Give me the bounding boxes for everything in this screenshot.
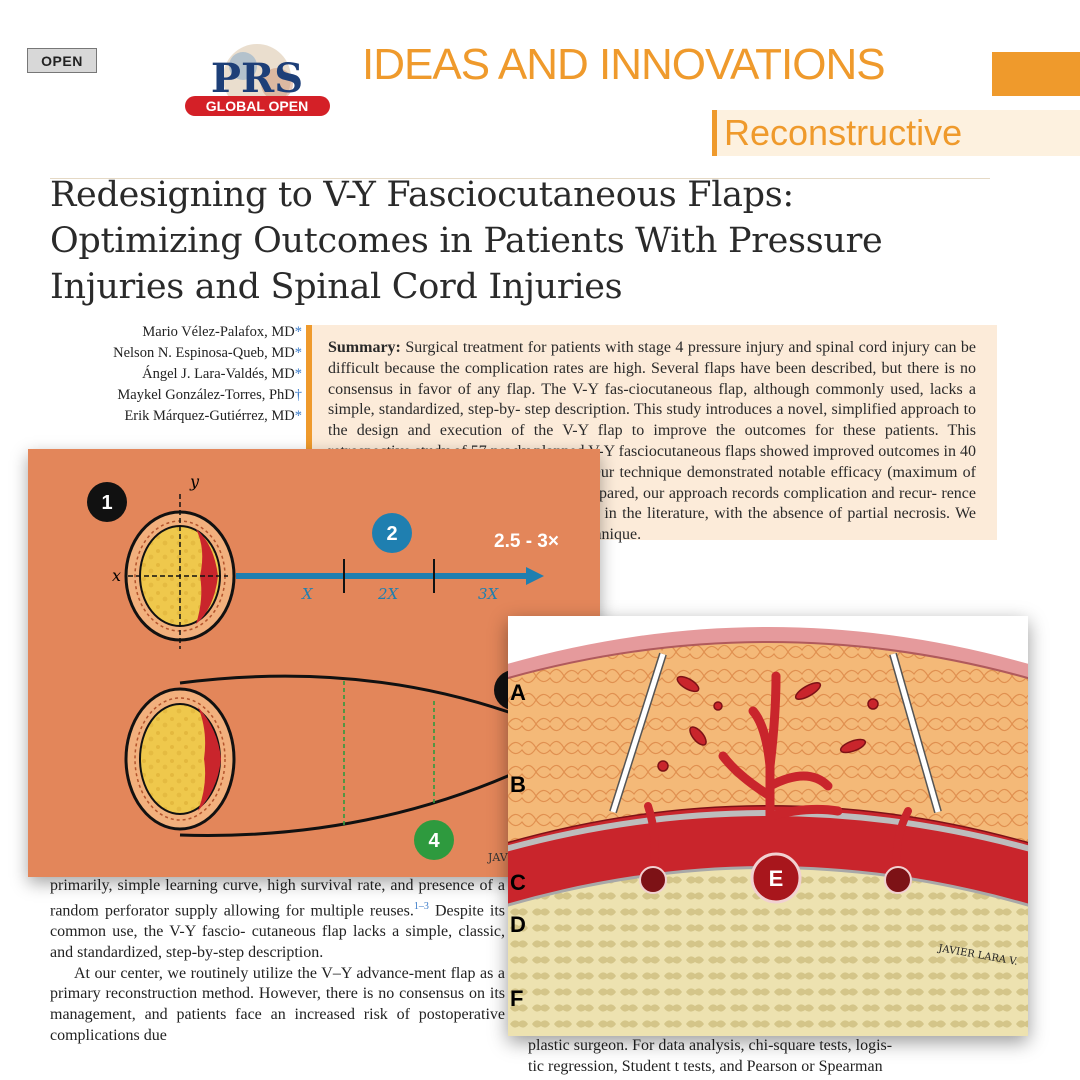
title-line: Redesigning to V-Y Fasciocutaneous Flaps… — [50, 175, 794, 215]
subsection-box — [712, 110, 1080, 156]
perforator-e — [750, 852, 802, 904]
vessel-openings — [639, 866, 912, 894]
reference-marker: 1–3 — [413, 900, 429, 912]
arrow-head — [526, 567, 544, 585]
skin-background — [28, 449, 600, 877]
perforator-vessels — [644, 671, 912, 875]
layer-label-c: C — [510, 870, 526, 895]
body-text-left: primarily, simple learning curve, high s… — [50, 877, 506, 1044]
y-axis-label: y — [189, 472, 200, 491]
author: Mario Vélez-Palafox, MD* — [142, 324, 302, 340]
step-2-badge — [372, 513, 412, 553]
incision-left — [610, 653, 666, 813]
svg-text:2: 2 — [386, 523, 397, 545]
body-text-right: plastic surgeon. For data analysis, chi-… — [528, 1037, 893, 1075]
summary-label: Summary: — [328, 339, 401, 356]
segment-label: X — [301, 585, 314, 603]
header-divider — [50, 178, 990, 179]
subsection-label: Reconstructive — [724, 112, 963, 153]
layer-f-bone — [508, 866, 1028, 1036]
section-title: IDEAS AND INNOVATIONS — [362, 40, 886, 89]
layer-label-b: B — [510, 772, 526, 797]
step-4-badge — [414, 820, 454, 860]
logo-sub-text: GLOBAL OPEN — [206, 98, 308, 114]
author: Erik Márquez-Gutiérrez, MD* — [124, 408, 302, 424]
section-accent-block — [992, 52, 1080, 96]
layer-label-f: F — [510, 986, 523, 1011]
journal-logo: PRS GLOBAL OPEN — [185, 44, 330, 116]
incision-right — [890, 653, 941, 813]
layer-a-skin — [508, 627, 1028, 679]
svg-text:4: 4 — [428, 830, 440, 852]
author-list: Mario Vélez-Palafox, MD* Nelson N. Espin… — [40, 322, 302, 427]
svg-text:E: E — [769, 866, 784, 891]
title-line: Optimizing Outcomes in Patients With Pre… — [50, 221, 883, 261]
ratio-label: 2.5 - 3× — [494, 531, 559, 552]
author: Nelson N. Espinosa-Queb, MD* — [113, 345, 302, 361]
step-1-badge — [87, 482, 127, 522]
figure-flap-design: y x 1 X 2X 3X 2 2.5 - 3× 4 3 JAVIE — [28, 449, 600, 877]
svg-text:1: 1 — [101, 492, 112, 514]
author: Maykel González-Torres, PhD† — [117, 387, 302, 403]
logo-main-text: PRS — [211, 55, 303, 102]
author: Ángel J. Lara-Valdés, MD* — [142, 366, 302, 382]
layer-label-a: A — [510, 680, 526, 705]
figure-tissue-layers: E JAVIER LARA V. A B C D F — [508, 616, 1028, 1036]
wound-bottom — [124, 687, 236, 831]
article-title: Redesigning to V-Y Fasciocutaneous Flaps… — [50, 172, 1030, 310]
open-access-badge: OPEN — [27, 48, 97, 73]
layer-label-d: D — [510, 912, 526, 937]
segment-label: 3X — [478, 585, 500, 603]
x-axis-label: x — [112, 566, 121, 585]
segment-label: 2X — [377, 585, 400, 603]
title-line: Injuries and Spinal Cord Injuries — [50, 267, 623, 307]
